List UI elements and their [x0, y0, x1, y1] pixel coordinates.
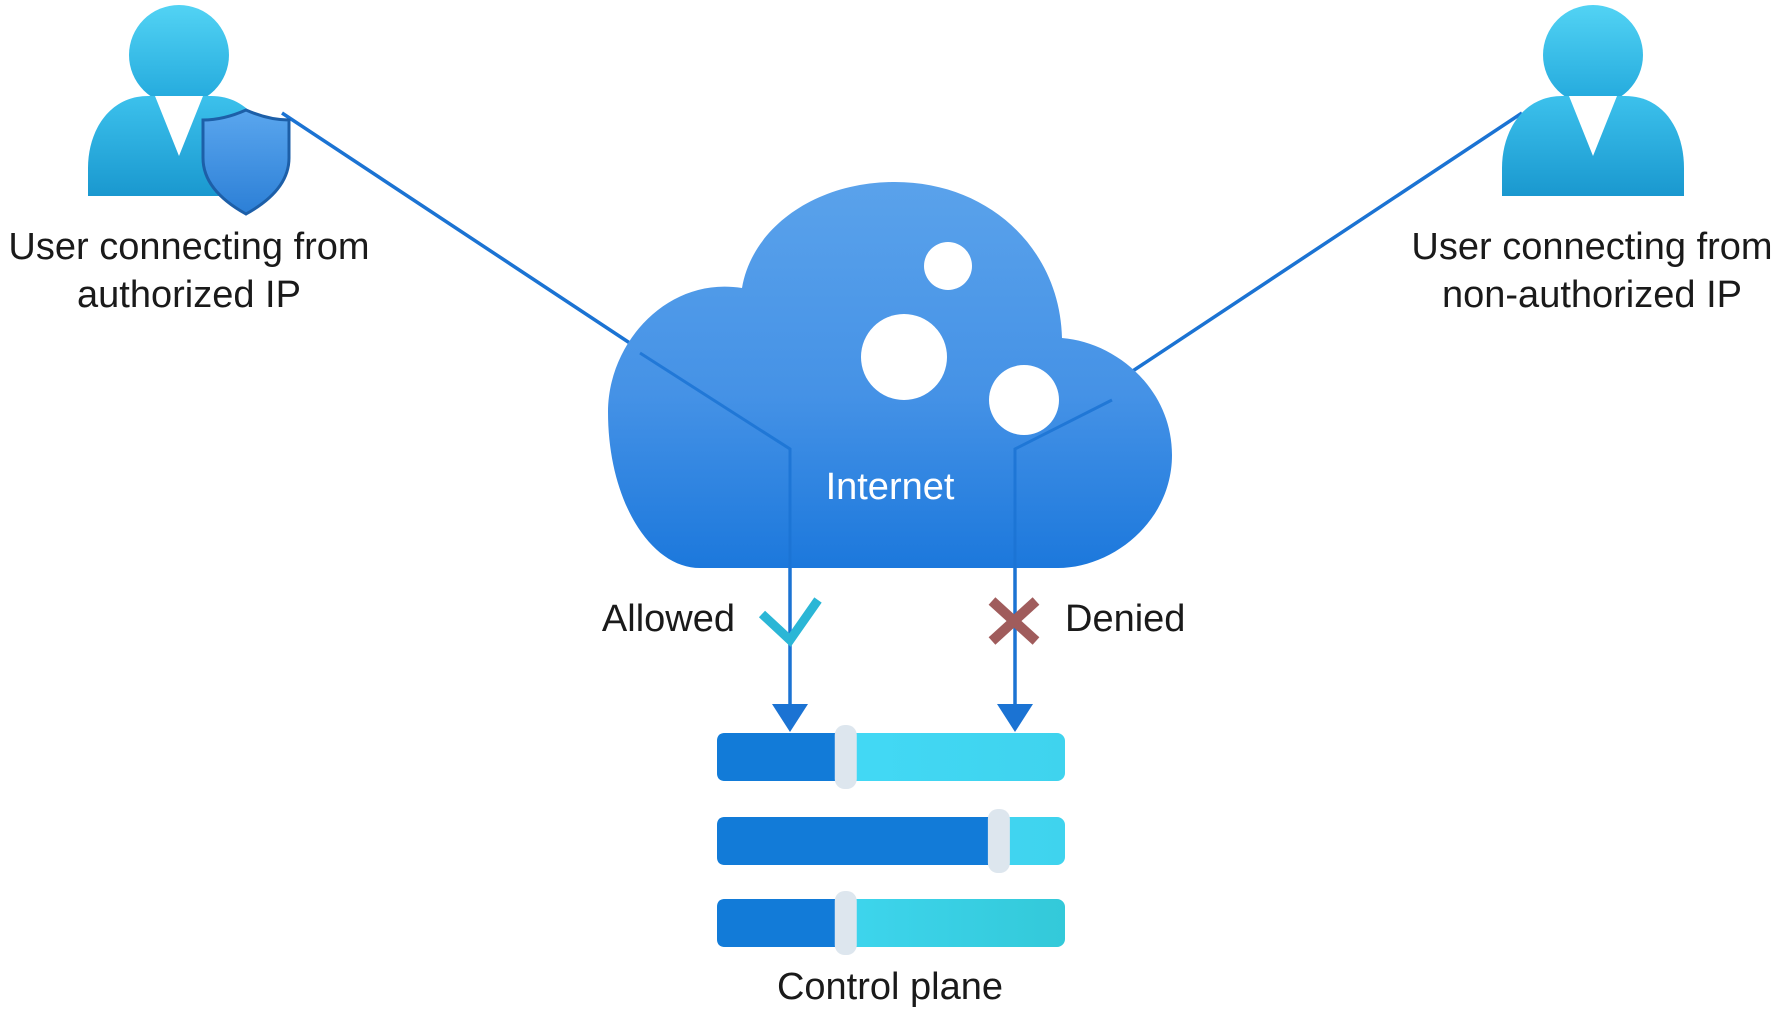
non-authorized-user-label-line2: non-authorized IP: [1442, 274, 1742, 316]
shield-icon: [201, 108, 291, 216]
cloud-bubble-large: [861, 314, 947, 400]
non-authorized-user-collar: [1569, 96, 1617, 156]
checkmark-icon: [758, 597, 822, 647]
slider-fill: [717, 899, 846, 947]
cloud-bubble-small: [924, 242, 972, 290]
authorized-user-head: [129, 5, 229, 105]
cloud-bubble-medium: [989, 365, 1059, 435]
allowed-arrowhead: [772, 704, 808, 732]
user-with-shield-icon: [88, 5, 291, 216]
authorized-user-label-line2: authorized IP: [77, 274, 301, 316]
slider-knob: [834, 891, 857, 955]
slider-knob: [987, 809, 1010, 873]
authorized-user-label-line1: User connecting from: [8, 226, 369, 268]
sliders-icon: [717, 725, 1065, 955]
cloud-inner-lines: [639, 351, 1113, 568]
denied-label: Denied: [1065, 598, 1185, 640]
slider-2: [717, 809, 1065, 873]
control-plane-label: Control plane: [777, 966, 1003, 1008]
user-icon: [1502, 5, 1684, 196]
non-authorized-user-head: [1543, 5, 1643, 105]
denied-arrowhead: [997, 704, 1033, 732]
slider-fill: [717, 817, 999, 865]
cloud-icon: [608, 182, 1172, 568]
slider-3: [717, 891, 1065, 955]
slider-fill: [717, 733, 846, 781]
authorized-user-collar: [155, 96, 203, 156]
allowed-label: Allowed: [602, 598, 735, 640]
non-authorized-user-label-line1: User connecting from: [1411, 226, 1772, 268]
cross-icon: [988, 597, 1040, 645]
internet-label: Internet: [826, 466, 955, 508]
slider-1: [717, 725, 1065, 789]
slider-knob: [834, 725, 857, 789]
